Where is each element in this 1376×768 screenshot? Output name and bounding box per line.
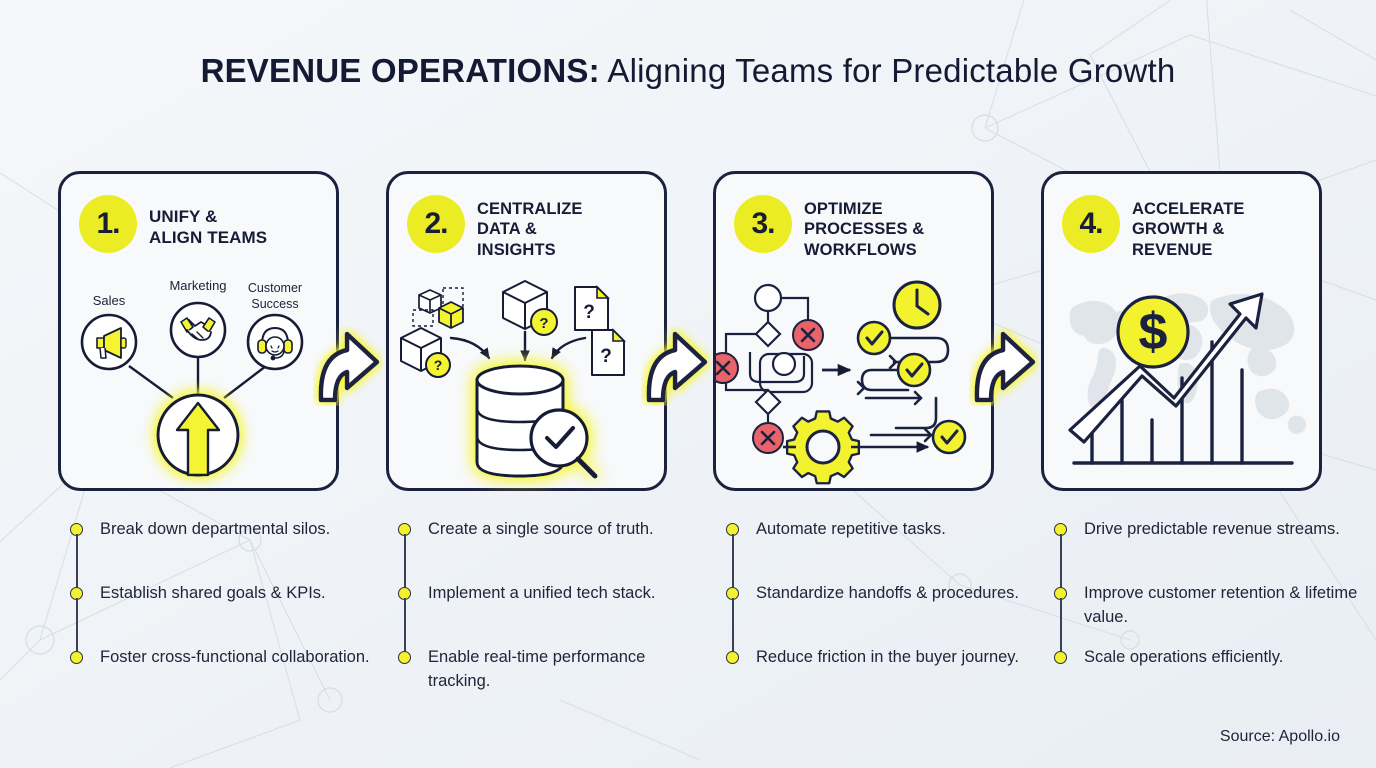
check-circle-icon-3	[931, 419, 967, 455]
connector-arrow-2	[646, 331, 708, 403]
list-item: Standardize handoffs & procedures.	[726, 582, 1036, 656]
list-item: Implement a unified tech stack.	[398, 582, 708, 656]
step-number-badge-3: 3.	[734, 195, 792, 253]
list-item: Drive predictable revenue streams.	[1054, 518, 1364, 592]
label-customer-success: Customer	[248, 281, 302, 295]
title-regular-part: Aligning Teams for Predictable Growth	[599, 52, 1176, 89]
bullet-text: Break down departmental silos.	[100, 520, 331, 538]
list-item: Create a single source of truth.	[398, 518, 708, 592]
list-item: Scale operations efficiently.	[1054, 646, 1364, 702]
marketing-node	[169, 301, 227, 359]
red-x-icon-1	[792, 319, 824, 351]
bullet-column-3: Automate repetitive tasks. Standardize h…	[726, 518, 1036, 710]
cube-yellow	[438, 301, 464, 329]
bullet-column-1: Break down departmental silos. Establish…	[70, 518, 380, 710]
bullet-column-4: Drive predictable revenue streams. Impro…	[1054, 518, 1364, 710]
label-marketing: Marketing	[169, 278, 226, 293]
red-x-icon-3	[752, 422, 784, 454]
flow-arrows	[449, 330, 587, 362]
red-x-icon-2	[716, 352, 739, 384]
check-circle-icon-1	[856, 320, 892, 356]
connector-arrow-1	[318, 331, 380, 403]
list-item: Break down departmental silos.	[70, 518, 380, 592]
cube-group-topleft	[418, 289, 442, 314]
optimize-processes-illustration	[716, 280, 967, 485]
unified-arrow-node	[156, 393, 240, 477]
page-title: REVENUE OPERATIONS: Aligning Teams for P…	[0, 52, 1376, 90]
bullet-text: Automate repetitive tasks.	[756, 520, 946, 538]
database-icon	[475, 364, 598, 479]
question-badge-left: ?	[425, 352, 451, 378]
svg-text:?: ?	[539, 315, 548, 332]
bullet-text: Standardize handoffs & procedures.	[756, 584, 1019, 602]
step-number-badge-2: 2.	[407, 195, 465, 253]
centralize-data-illustration: ? ? ? ?	[400, 280, 626, 479]
bullet-dot-icon	[70, 651, 83, 664]
svg-text:?: ?	[583, 302, 595, 323]
unify-align-teams-illustration: Sales Marketing Customer Success	[80, 278, 304, 477]
bullet-dot-icon	[1054, 651, 1067, 664]
bullet-dot-icon	[398, 651, 411, 664]
check-circle-icon-2	[896, 352, 932, 388]
svg-text:?: ?	[434, 357, 443, 373]
connector-arrow-3	[974, 331, 1036, 403]
step-title-1: UNIFY &ALIGN TEAMS	[149, 207, 268, 248]
bullet-text: Reduce friction in the buyer journey.	[756, 648, 1019, 666]
bullet-dot-icon	[726, 651, 739, 664]
list-item: Reduce friction in the buyer journey.	[726, 646, 1036, 702]
bullet-text: Implement a unified tech stack.	[428, 584, 656, 602]
svg-text:$: $	[1139, 303, 1168, 361]
title-bold-part: REVENUE OPERATIONS:	[200, 52, 600, 89]
step-card-1[interactable]: 1. UNIFY &ALIGN TEAMS Sales Marketing Cu…	[58, 171, 339, 491]
document-topright: ?	[574, 285, 610, 331]
list-item: Automate repetitive tasks.	[726, 518, 1036, 592]
tangled-flowchart-icon	[724, 283, 814, 434]
gear-icon	[785, 410, 861, 485]
label-sales: Sales	[93, 293, 126, 308]
document-right: ?	[591, 328, 626, 376]
clock-icon	[892, 280, 942, 330]
bullet-text: Create a single source of truth.	[428, 520, 654, 538]
bullet-text: Improve customer retention & lifetime va…	[1084, 584, 1358, 626]
dollar-circle-icon: $	[1116, 295, 1190, 369]
sales-node	[80, 313, 138, 371]
list-item: Enable real-time performance tracking.	[398, 646, 708, 702]
bullet-text: Foster cross-functional collaboration.	[100, 648, 370, 666]
bullet-text: Drive predictable revenue streams.	[1084, 520, 1340, 538]
list-item: Establish shared goals & KPIs.	[70, 582, 380, 656]
source-attribution: Source: Apollo.io	[1219, 728, 1340, 745]
bullet-text: Establish shared goals & KPIs.	[100, 584, 326, 602]
step-number-badge-4: 4.	[1062, 195, 1120, 253]
svg-text:?: ?	[600, 346, 612, 367]
svg-text:Success: Success	[251, 297, 298, 311]
step-number-badge-1: 1.	[79, 195, 137, 253]
accelerate-growth-illustration: $	[1068, 292, 1306, 465]
bullet-column-2: Create a single source of truth. Impleme…	[398, 518, 708, 710]
list-item: Improve customer retention & lifetime va…	[1054, 582, 1364, 656]
bullet-text: Enable real-time performance tracking.	[428, 648, 646, 690]
customer-success-node	[246, 313, 304, 371]
list-item: Foster cross-functional collaboration.	[70, 646, 380, 702]
bullet-text: Scale operations efficiently.	[1084, 648, 1284, 666]
question-badge-center: ?	[530, 308, 558, 336]
